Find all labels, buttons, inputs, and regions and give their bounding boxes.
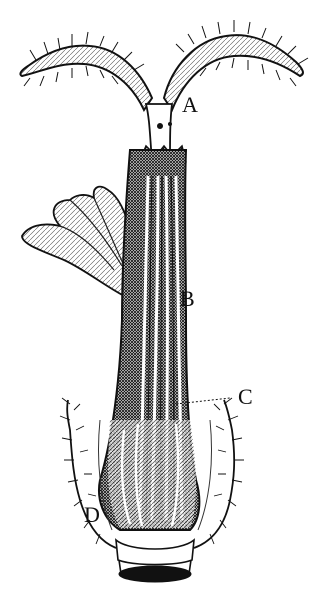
achene-base (116, 540, 194, 582)
corolla-lobe (22, 187, 132, 300)
achene-collar (116, 540, 194, 565)
left-stigma-lobe (20, 46, 152, 110)
stigma-lobes (20, 20, 308, 110)
achene-cut-end (119, 566, 191, 582)
glandular-dot (157, 123, 163, 129)
label-d: D (84, 502, 100, 527)
label-b: B (180, 286, 195, 311)
corolla-flap (22, 187, 132, 300)
label-a: A (182, 92, 198, 117)
glandular-dot (168, 122, 172, 126)
label-c: C (238, 384, 253, 409)
